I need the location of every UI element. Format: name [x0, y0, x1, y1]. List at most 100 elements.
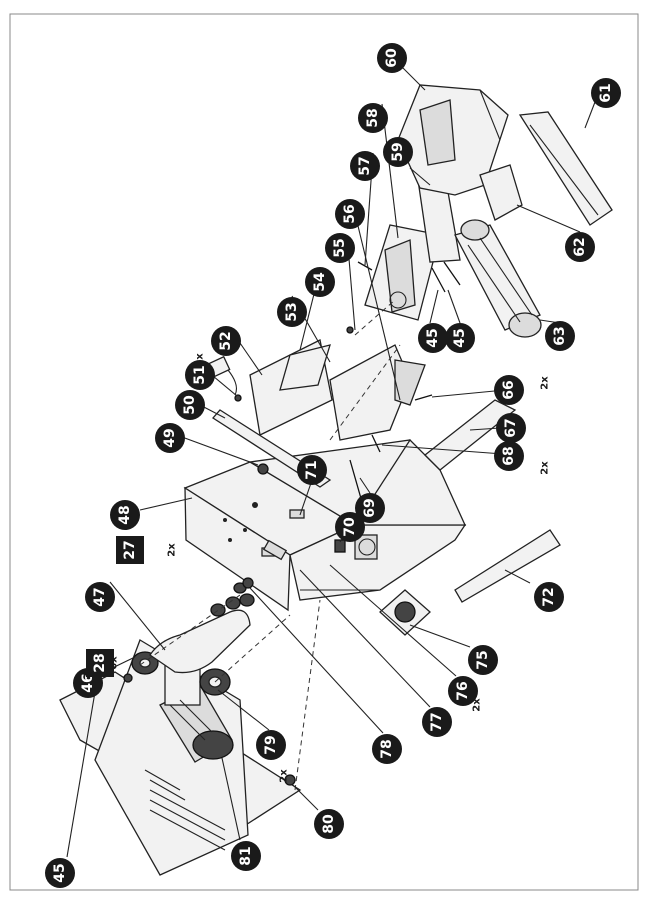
callout-layer: 4546474849505152535455565758596061626345…	[45, 43, 621, 888]
box-callout-label: 28	[92, 653, 108, 672]
callout-label: 79	[263, 735, 279, 754]
callout-label: 55	[332, 238, 348, 257]
parts-drawing	[59, 84, 613, 876]
callout-circle	[305, 267, 335, 297]
callout-70: 70	[335, 512, 365, 542]
callout-51: 51	[185, 360, 215, 390]
callout-50: 50	[175, 390, 205, 420]
callout-label: 45	[52, 863, 68, 882]
callout-label: 57	[357, 156, 373, 175]
callout-58: 58	[358, 103, 388, 133]
callout-79: 79	[256, 730, 286, 760]
callout-label: 76	[455, 681, 471, 700]
callout-label: 59	[390, 142, 406, 161]
callout-label: 67	[503, 418, 519, 437]
callout-circle	[155, 423, 185, 453]
callout-circle	[422, 707, 452, 737]
callout-circle	[358, 103, 388, 133]
callout-label: 51	[192, 365, 208, 384]
callout-62: 62	[565, 232, 595, 262]
part-guard	[454, 529, 561, 603]
callout-label: 45	[425, 328, 441, 347]
callout-circle	[335, 199, 365, 229]
callout-circle	[185, 360, 215, 390]
callout-circle	[350, 151, 380, 181]
callout-56: 56	[335, 199, 365, 229]
part-upper-frame	[249, 326, 426, 441]
callout-49: 49	[155, 423, 185, 453]
callout-circle	[372, 734, 402, 764]
callout-53: 53	[277, 297, 307, 327]
callout-label: 81	[238, 846, 254, 865]
callout-circle	[591, 78, 621, 108]
callout-circle	[494, 441, 524, 471]
part-cylinder	[454, 219, 542, 338]
callout-label: 52	[218, 331, 234, 350]
part-belt	[149, 609, 251, 674]
callout-circle	[211, 326, 241, 356]
callout-label: 58	[365, 108, 381, 127]
callout-68: 68	[494, 441, 524, 471]
part-side-rail	[518, 111, 613, 226]
callout-circle	[45, 858, 75, 888]
callout-48: 48	[110, 500, 140, 530]
box-callout-label: 27	[122, 540, 138, 559]
quantity-label: 3x	[195, 353, 206, 367]
callout-59: 59	[383, 137, 413, 167]
callout-circle	[445, 323, 475, 353]
callout-label: 75	[475, 650, 491, 669]
callout-75: 75	[468, 645, 498, 675]
callout-circle	[277, 297, 307, 327]
callout-circle	[110, 500, 140, 530]
callout-circle	[377, 43, 407, 73]
callout-72: 72	[534, 582, 564, 612]
callout-circle	[534, 582, 564, 612]
callout-45: 45	[45, 858, 75, 888]
callout-circle	[335, 512, 365, 542]
callout-label: 69	[362, 498, 378, 517]
callout-52: 52	[211, 326, 241, 356]
callout-label: 49	[162, 428, 178, 447]
callout-45: 45	[418, 323, 448, 353]
callout-circle	[85, 582, 115, 612]
callout-label: 61	[598, 83, 614, 102]
quantity-label: 2x	[279, 769, 290, 783]
callout-77: 77	[422, 707, 452, 737]
callout-55: 55	[325, 233, 355, 263]
box-callout-27: 27	[116, 536, 144, 564]
callout-66: 66	[494, 375, 524, 405]
callout-47: 47	[85, 582, 115, 612]
part-plate	[424, 399, 517, 471]
part-fan	[379, 589, 431, 636]
callout-circle	[325, 233, 355, 263]
callout-circle	[314, 809, 344, 839]
callout-61: 61	[591, 78, 621, 108]
callout-circle	[468, 645, 498, 675]
callout-circle	[448, 676, 478, 706]
callout-45: 45	[445, 323, 475, 353]
quantity-label: 2x	[167, 543, 178, 557]
callout-label: 62	[572, 237, 588, 256]
callout-54: 54	[305, 267, 335, 297]
callout-circle	[565, 232, 595, 262]
callout-circle	[231, 841, 261, 871]
callout-label: 66	[501, 380, 517, 399]
callout-circle	[494, 375, 524, 405]
callout-label: 60	[384, 48, 400, 68]
callout-80: 80	[314, 809, 344, 839]
box-callout-layer: 27 28	[86, 536, 144, 677]
quantity-label: 2x	[472, 698, 483, 712]
part-bearings	[210, 582, 255, 617]
callout-label: 45	[452, 328, 468, 347]
callout-circle	[355, 493, 385, 523]
callout-label: 53	[284, 302, 300, 321]
part-chute	[364, 84, 509, 321]
quantity-label: 2x	[540, 376, 551, 390]
callout-circle	[175, 390, 205, 420]
box-callout-square	[86, 649, 114, 677]
callout-label: 47	[92, 587, 108, 606]
callout-69: 69	[355, 493, 385, 523]
